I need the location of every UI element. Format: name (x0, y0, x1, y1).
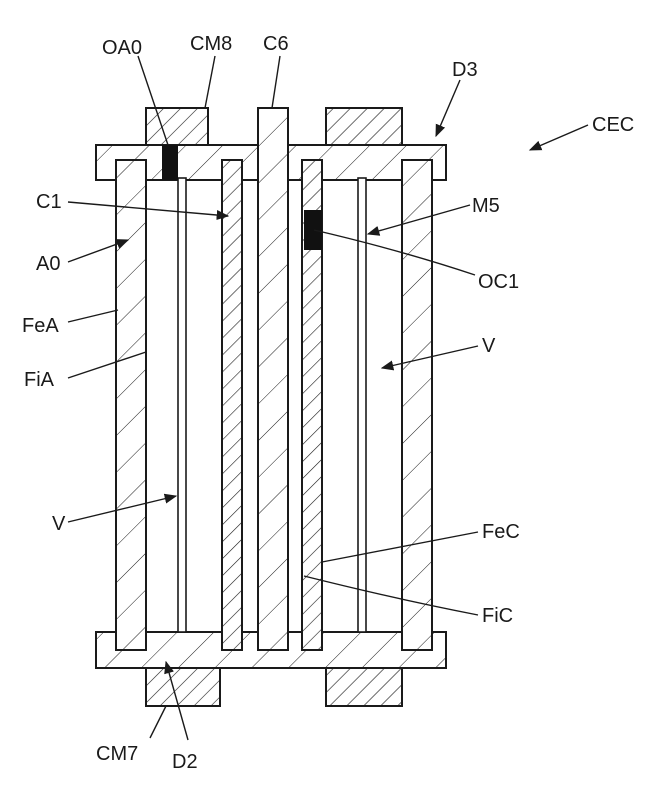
label-fia: FiA (24, 369, 55, 391)
leader-d3 (436, 80, 460, 136)
leader-fea (68, 310, 118, 322)
label-v-left: V (52, 513, 66, 535)
label-cm8: CM8 (190, 33, 232, 55)
inner-sheets-right (358, 178, 366, 632)
top-clamp-right (326, 108, 402, 148)
leader-cec (530, 125, 588, 150)
label-c1: C1 (36, 191, 62, 213)
label-oc1: OC1 (478, 271, 519, 293)
inner-sheets-left (178, 178, 186, 632)
label-cec: CEC (592, 114, 634, 136)
leader-c1 (68, 202, 228, 216)
bottom-clamp-left (146, 668, 220, 706)
plate-c1 (222, 160, 242, 650)
right-outer-plate (402, 160, 432, 650)
leader-fec (322, 532, 478, 562)
label-d2: D2 (172, 751, 198, 773)
leader-fic (304, 576, 478, 615)
label-fec: FeC (482, 521, 520, 543)
leader-cm8 (205, 56, 215, 108)
label-c6: C6 (263, 33, 289, 55)
seal-oa0 (162, 145, 178, 180)
label-fic: FiC (482, 605, 513, 627)
label-fea: FeA (22, 315, 59, 337)
label-oa0: OA0 (102, 37, 142, 59)
label-m5: M5 (472, 195, 500, 217)
label-v-right: V (482, 335, 496, 357)
label-a0: A0 (36, 253, 60, 275)
central-plate-c6 (258, 108, 288, 650)
seal-oc1 (304, 210, 322, 250)
leader-c6 (272, 56, 280, 108)
leader-oc1 (314, 230, 475, 275)
anode-a0 (116, 160, 146, 650)
label-d3: D3 (452, 59, 478, 81)
top-clamp-left (146, 108, 208, 148)
leader-cm7 (150, 706, 166, 738)
bottom-clamp-right (326, 668, 402, 706)
label-cm7: CM7 (96, 743, 138, 765)
